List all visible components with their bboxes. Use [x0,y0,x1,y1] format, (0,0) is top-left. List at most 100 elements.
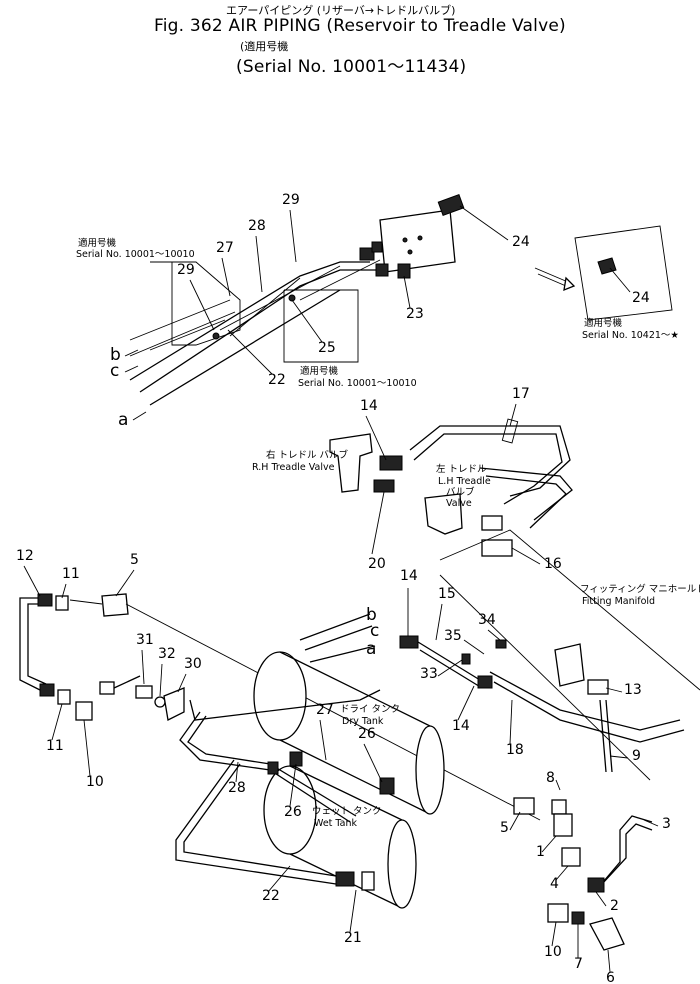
callout-leader-24 [609,267,631,293]
callout-16: 16 [544,556,562,572]
callout-leader-17 [509,403,517,427]
callout-12: 12 [16,548,34,564]
callout-6: 6 [606,970,615,984]
callout-32: 32 [158,646,176,662]
callout-leader-20 [371,491,385,555]
callout-11: 11 [46,738,64,754]
callout-leader-14 [365,415,387,461]
callout-24: 24 [512,234,530,250]
callout-18: 18 [506,742,524,758]
callout-leader-3 [643,819,659,827]
wet-tank [263,765,417,909]
callout-leader-22 [267,865,291,893]
fitting-manifold-plane [439,529,700,781]
callout-14: 14 [360,398,378,414]
tank-letter-a: a [366,639,376,659]
inset-right-serial: Serial No. 10421～★ [582,330,679,341]
tank-pipes [175,613,395,891]
callout-leader-35 [463,639,485,655]
callout-14: 14 [452,718,470,734]
inset-left-serial: Serial No. 10001～10010 [76,249,195,260]
callout-leader-23 [403,275,411,309]
callout-leader-33 [437,659,463,677]
callout-21: 21 [344,930,362,946]
manifold-label: Fitting Manifold [582,596,655,607]
callout-23: 23 [406,306,424,322]
inset-right [574,225,673,321]
callout-31: 31 [136,632,154,648]
callout-17: 17 [512,386,530,402]
rh-treadle-jp: 右 トレドル バルブ [266,449,349,461]
callout-leader-32 [159,663,163,697]
inset-right-jp: 適用号機 [584,317,623,329]
callout-leader-4 [555,865,569,881]
callout-leader-22 [227,329,273,375]
rh-treadle-label: R.H Treadle Valve [252,462,335,473]
lh-valve-jp: バルブ [446,486,475,498]
callout-4: 4 [550,876,559,892]
callout-leader-29 [289,209,297,263]
tank-letter-c: c [370,621,379,641]
callout-leader-6 [607,949,611,973]
callout-3: 3 [662,816,671,832]
callout-leader-26 [363,743,383,783]
callout-13: 13 [624,682,642,698]
callout-leader-31 [141,649,145,685]
callout-29: 29 [282,192,300,208]
small-parts [99,675,185,721]
callout-10: 10 [544,944,562,960]
dry-tank-jp: ドライ タンク [340,704,400,715]
connection-letter-a: a [118,410,128,430]
callout-14: 14 [400,568,418,584]
title-japanese: エアーパイピング (リザーバ→トレドルバルブ) [226,4,456,17]
callout-30: 30 [184,656,202,672]
inset-center-jp: 適用号機 [300,365,339,377]
serial-range: (Serial No. 10001～11434) [236,57,467,77]
callout-5: 5 [130,552,139,568]
wet-tank-jp: ウェット タンク [312,806,382,817]
callout-leader-2 [595,891,607,907]
callout-28: 28 [248,218,266,234]
callout-35: 35 [444,628,462,644]
callout-leader-10 [551,921,557,947]
callout-leader-16 [511,547,541,565]
applicable-japanese: (適用号機 [240,40,289,53]
callout-leader-30 [177,673,187,693]
callout-7: 7 [574,956,583,972]
callout-1: 1 [536,844,545,860]
callout-leader-28 [255,235,263,293]
callout-leader-10 [83,719,91,777]
callout-leader-5 [115,569,135,597]
dry-tank-label: Dry Tank [342,716,384,727]
callout-leader-27 [221,257,231,297]
callout-leader-11 [51,703,63,741]
lower-right-fittings [399,635,653,951]
callout-11: 11 [62,566,80,582]
callout-leader-13 [605,687,623,693]
connection-letter-b: b [110,345,121,365]
callout-27: 27 [316,702,334,718]
callout-2: 2 [610,898,619,914]
callout-26: 26 [284,804,302,820]
callout-24: 24 [632,290,650,306]
connection-letter-c: c [110,361,119,381]
wet-tank-label: Wet Tank [314,818,357,829]
callout-leader-15 [435,603,443,641]
callout-leader-34 [487,629,501,641]
callout-leader-28 [235,761,239,783]
callout-leader-8 [555,779,561,791]
callout-leader-14 [457,685,475,721]
callout-5: 5 [500,820,509,836]
callout-leader-18 [509,699,513,745]
callout-leader-21 [349,889,357,933]
callout-leader-26 [289,763,297,807]
callout-27: 27 [216,240,234,256]
callout-9: 9 [632,748,641,764]
lh-treadle-jp: 左 トレドル [436,463,487,475]
callout-25: 25 [318,340,336,356]
tank-letter-b: b [366,605,377,625]
dry-tank [253,651,445,815]
manifold-jp: フィッティング マニホールド [580,583,700,595]
